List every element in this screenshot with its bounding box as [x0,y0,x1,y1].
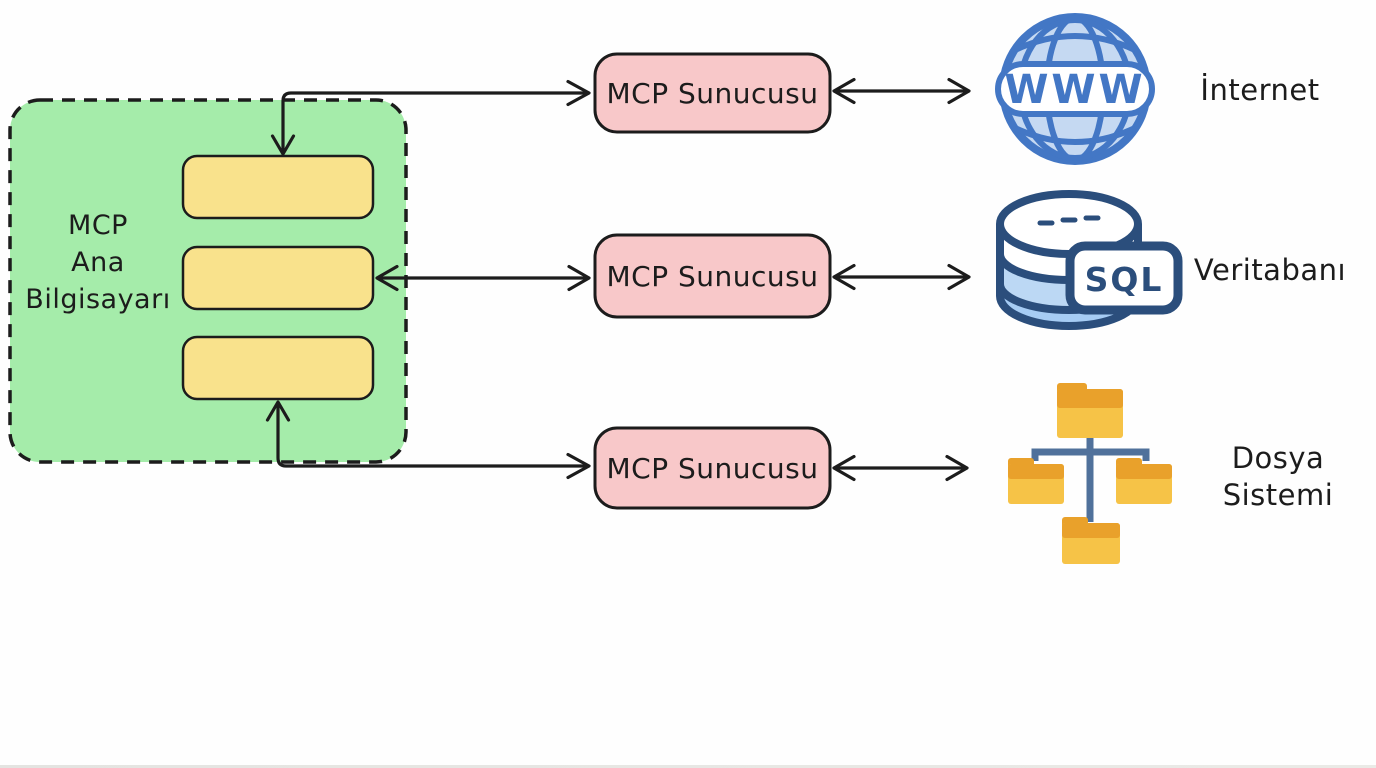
client-slot-2 [181,245,375,311]
resource-label-filesystem: Dosya Sistemi [1222,441,1334,512]
server-label-1: MCP Sunucusu [606,76,819,110]
arrowhead-right-icon [566,452,591,480]
resource-label-internet: İnternet [1200,73,1320,107]
client-slot-1 [181,154,375,220]
server-label-2: MCP Sunucusu [606,259,819,293]
globe-www-icon: WWW [995,13,1155,165]
arrow-server2-database [832,263,971,291]
arrowhead-down-icon [270,134,296,156]
arrowhead-left-icon [832,454,856,482]
folder-bottom [1062,517,1120,564]
database-sql-text: SQL [1085,260,1164,299]
host-label: MCP Ana Bilgisayarı [10,207,186,318]
db-top-dashes [1037,215,1101,226]
folder-left [1008,458,1064,504]
arrowhead-right-icon [947,77,971,105]
arrowhead-right-icon [566,79,591,107]
host-label-line2: Ana [71,247,125,278]
arrow-client1-server1 [270,79,591,156]
server-box-2 [593,233,832,319]
resource-label-database: Veritabanı [1193,253,1347,287]
folder-tree-icon [1008,383,1172,564]
arrowhead-left-icon [832,77,856,105]
client-slot-boxes [181,154,375,401]
arrowhead-left-icon [832,263,856,291]
arrowhead-right-icon [947,263,971,291]
server-box-1 [593,52,832,134]
folder-top [1057,383,1123,438]
server-label-3: MCP Sunucusu [606,451,819,485]
arrowhead-right-icon [567,264,591,292]
arrowhead-left-icon [375,264,399,292]
host-label-line1: MCP [68,210,128,241]
server-boxes [593,52,832,510]
arrow-client3-server3 [265,400,591,480]
bottom-edge-shading [0,765,1376,768]
database-sql-icon: SQL [996,190,1183,330]
client-slot-3 [181,335,375,401]
host-label-line3: Bilgisayarı [25,284,171,315]
arrowhead-right-icon [945,454,969,482]
arrow-server1-internet [832,77,971,105]
folder-right [1116,458,1172,504]
arrow-client2-server2 [375,264,591,292]
globe-www-text: WWW [1004,67,1145,113]
arrow-server3-filesystem [832,454,969,482]
connector-arrows [265,77,971,482]
arrowhead-up-icon [265,400,291,422]
server-box-3 [593,426,832,510]
folder-tree-connectors [1031,428,1150,522]
